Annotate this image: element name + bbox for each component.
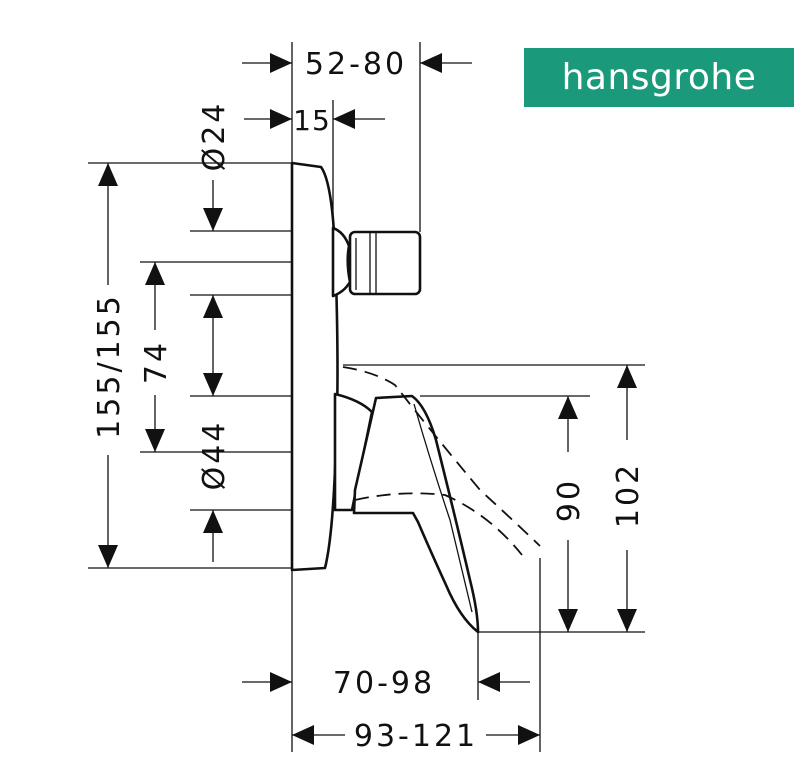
dim-label-top-width: 52-80	[305, 47, 407, 82]
dim-label-center-height: 74	[139, 340, 174, 384]
diverter-cap	[348, 230, 422, 296]
logo-text: hansgrohe	[561, 57, 757, 98]
dim-top-offset: 15	[244, 104, 385, 137]
extension-lines	[88, 42, 645, 752]
wall-plate	[290, 161, 339, 572]
dim-label-total-height: 155/155	[92, 293, 127, 439]
diverter-knob	[331, 226, 352, 298]
dim-spout-height-inner: 90	[552, 396, 587, 632]
hansgrohe-logo: hansgrohe	[524, 48, 794, 107]
dim-label-spout-height-inner: 90	[552, 478, 587, 522]
dim-spout-reach-outer: 93-121	[292, 719, 540, 754]
dim-label-top-offset: 15	[293, 104, 331, 137]
dim-diameter-lower: Ø44	[197, 295, 232, 562]
dim-label-spout-height-outer: 102	[611, 462, 646, 528]
dim-total-height: 155/155	[92, 163, 127, 568]
dim-label-spout-reach-inner: 70-98	[333, 666, 435, 701]
dim-center-height: 74	[139, 262, 174, 452]
dim-spout-height-outer: 102	[611, 365, 646, 632]
dim-spout-reach-inner: 70-98	[242, 666, 530, 701]
dim-diameter-upper: Ø24	[197, 101, 232, 231]
dim-label-diameter-upper: Ø24	[197, 101, 232, 172]
lever-handle	[352, 394, 480, 634]
mixer-body	[290, 161, 541, 634]
dim-label-spout-reach-outer: 93-121	[354, 719, 478, 754]
dim-top-width: 52-80	[242, 47, 472, 82]
dim-label-diameter-lower: Ø44	[197, 420, 232, 491]
